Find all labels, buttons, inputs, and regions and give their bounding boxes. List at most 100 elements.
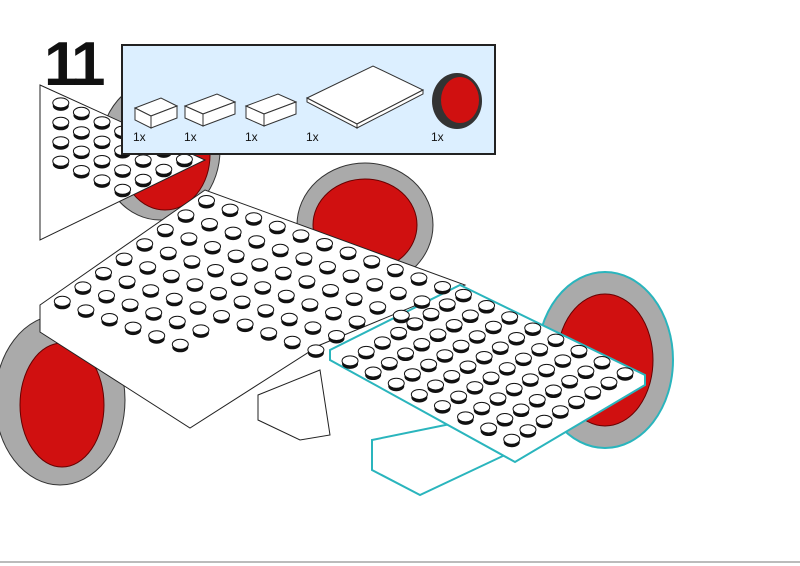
stud-top [413,295,431,307]
stud-top [72,126,90,138]
stud-top [544,384,562,396]
stud-top [468,330,486,342]
stud-top [213,310,230,321]
stud-top [473,401,491,413]
page-divider [0,561,800,563]
stud-top [410,272,428,284]
stud-top [531,343,549,355]
stud-top [114,183,132,195]
stud-top [192,324,210,336]
stud-top [72,106,90,118]
stud-top [280,312,298,324]
stud-top [72,145,90,157]
stud-top [498,362,516,374]
stud-top [221,203,239,215]
stud-top [357,345,375,357]
stud-top [503,433,521,445]
stud-top [389,286,407,298]
stud-top [386,263,404,275]
stud-top [561,375,579,387]
stud-top [245,212,263,224]
stud-top [183,255,201,267]
stud-top [461,309,479,321]
stud-top [233,295,251,307]
stud-top [93,135,111,147]
stud-top [535,414,553,426]
stud-top [339,246,357,258]
stud-top [292,229,310,241]
stud-top [363,255,381,267]
stud-top [482,371,500,383]
stud-top [98,290,115,301]
stud-top [328,330,345,341]
stud-top [121,298,139,310]
stud-top [406,317,424,329]
stud-top [348,315,366,327]
stud-top [410,388,428,400]
stud-top [52,155,70,167]
stud-top [52,97,70,109]
stud-top [452,339,470,351]
stud-top [429,328,447,340]
stud-top [210,287,227,298]
part-brick-2x3 [133,97,179,129]
step-number: 11 [44,30,106,99]
part-qty: 1x [245,130,258,144]
stud-top [521,373,539,385]
stud-top [283,335,301,347]
stud-top [177,209,195,221]
stud-top [554,354,572,366]
stud-top [450,390,468,402]
part-plate-6x8 [305,65,425,129]
stud-top [547,333,565,345]
stud-top [168,315,186,327]
stud-top [508,331,526,343]
stud-top [392,309,410,321]
stud-top [570,344,588,356]
stud-top [369,301,387,313]
stud-top [148,330,166,342]
stud-top [491,341,509,353]
stud-top [145,307,163,319]
stud-top [538,363,556,375]
stud-top [124,321,142,333]
stud-top [162,269,180,281]
stud-top [277,289,295,301]
stud-top [52,116,70,128]
part-wheel-red [432,73,482,129]
stud-top [524,322,542,334]
stud-top [551,405,569,417]
part-qty: 1x [184,130,197,144]
stud-top [616,367,634,379]
stud-top [224,226,242,238]
stud-top [159,246,177,258]
stud-top [236,318,254,330]
parts-list-panel: 1x 1x 1x 1x 1x [121,44,496,155]
stud-top [198,195,215,206]
stud-top [134,173,152,185]
part-brick-2x4 [183,93,237,127]
stud-top [397,347,415,359]
stud-top [295,252,313,264]
stud-top [268,220,286,232]
stud-top [505,382,523,394]
stud-top [175,153,193,165]
stud-top [438,298,456,310]
part-qty: 1x [306,130,319,144]
stud-top [436,349,454,361]
stud-top [454,288,472,300]
stud-top [156,223,174,235]
stud-top [180,232,198,244]
stud-top [445,319,463,331]
stud-top [380,357,398,369]
stud-top [95,267,112,278]
part-qty: 1x [133,130,146,144]
stud-top [114,164,132,176]
part-qty: 1x [431,130,444,144]
stud-top [403,368,421,380]
stud-top [341,355,359,367]
stud-top [496,413,514,425]
stud-top [248,235,266,247]
stud-top [478,300,496,312]
